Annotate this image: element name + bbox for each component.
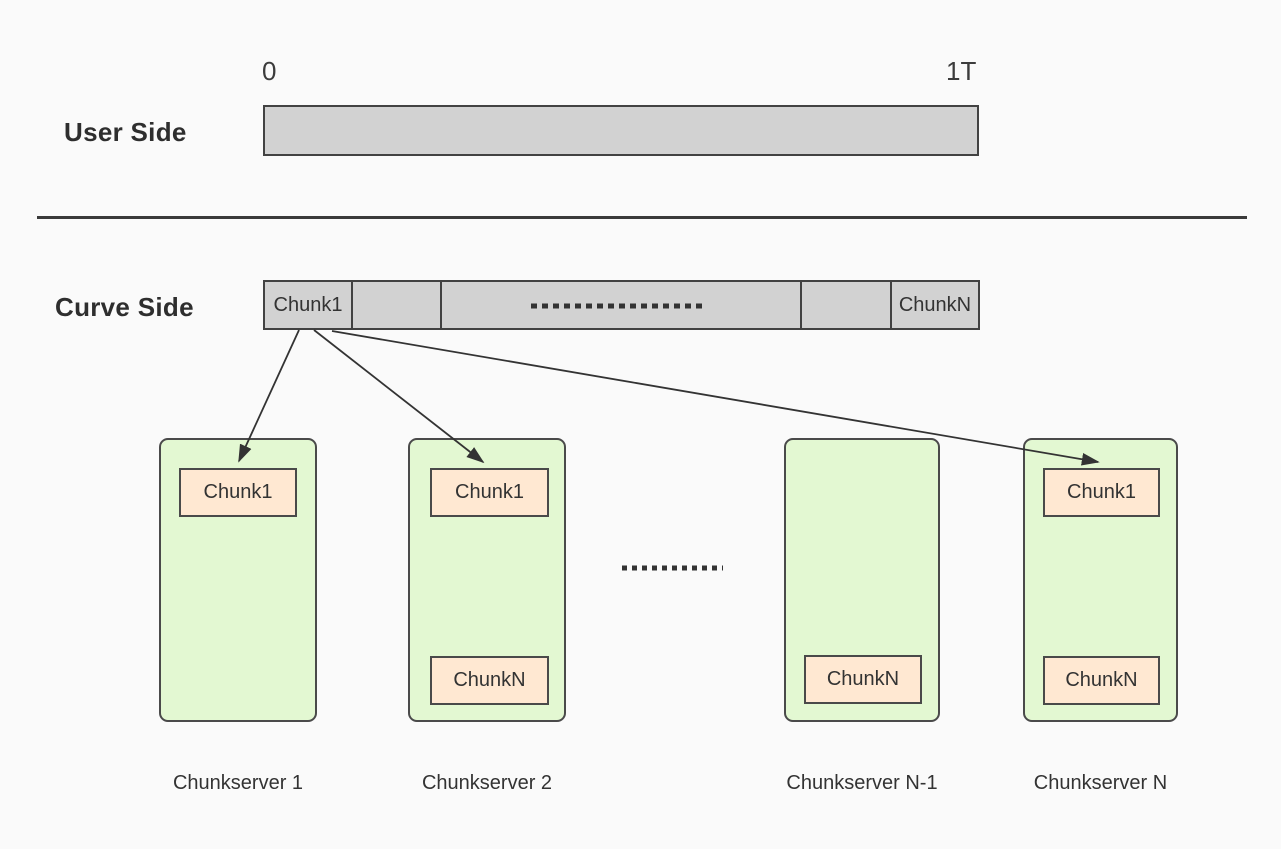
user-side-label: User Side <box>64 117 187 147</box>
section-divider-line <box>37 216 1247 219</box>
chunkserver-2-label: Chunkserver 2 <box>421 772 553 794</box>
curve-side-chunk-bar: Chunk1 ChunkN <box>263 280 980 330</box>
chunkserver-n-chunkn-box: ChunkN <box>1043 656 1160 705</box>
chunkserver-1-label: Chunkserver 1 <box>172 772 304 794</box>
chunkserver-n-chunk1-box: Chunk1 <box>1043 468 1160 517</box>
segment-divider <box>440 282 442 328</box>
segment-divider <box>351 282 353 328</box>
segment-divider <box>800 282 802 328</box>
chunkserver-2-chunkn-box: ChunkN <box>430 656 549 705</box>
range-end-label: 1T <box>946 56 977 86</box>
chunkserver-n-label: Chunkserver N <box>1033 772 1168 794</box>
chunkserver-n-1-box: ChunkN <box>784 438 940 722</box>
curve-bar-first-chunk-label: Chunk1 <box>273 293 343 316</box>
chunkserver-1-chunk1-box: Chunk1 <box>179 468 297 517</box>
chunkserver-n-1-label: Chunkserver N-1 <box>786 772 938 794</box>
chunkserver-n-1-chunkn-box: ChunkN <box>804 655 922 704</box>
chunkserver-1-box: Chunk1 <box>159 438 317 722</box>
chunkserver-2-chunk1-box: Chunk1 <box>430 468 549 517</box>
curve-side-label: Curve Side <box>55 292 194 322</box>
chunkserver-2-box: Chunk1 ChunkN <box>408 438 566 722</box>
range-start-label: 0 <box>262 56 277 86</box>
segment-divider <box>890 282 892 328</box>
curve-bar-last-chunk-label: ChunkN <box>898 293 972 316</box>
chunkserver-n-box: Chunk1 ChunkN <box>1023 438 1178 722</box>
user-side-storage-bar <box>263 105 979 156</box>
